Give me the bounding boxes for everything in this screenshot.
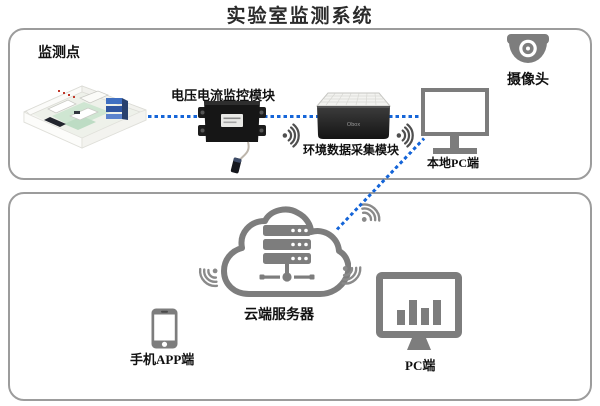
link-lab-to-voltage-module [148, 115, 200, 118]
server-rack-icon [259, 225, 315, 282]
wifi-icon [281, 123, 306, 148]
local-pc-monitor-stand [450, 136, 459, 149]
camera-icon [507, 34, 549, 63]
wifi-icon [351, 193, 389, 231]
cloud-server-icon [221, 206, 351, 297]
env-module-label: 环境数据采集模块 [303, 143, 400, 157]
wifi-icon [189, 258, 227, 296]
local-pc-monitor-base [433, 148, 477, 154]
link-env-module-to-local-pc [389, 115, 422, 118]
voltage-module-label: 电压电流监控模块 [171, 88, 276, 103]
pc-label: PC端 [405, 358, 436, 373]
wifi-icon [395, 123, 420, 148]
link-voltage-to-env-module [264, 115, 318, 118]
lab-model-image [23, 85, 147, 149]
bar-chart-icon [397, 300, 441, 325]
env-device-text: Obox [347, 122, 360, 128]
mobile-app-label: 手机APP端 [130, 352, 195, 367]
pc-monitor-icon [376, 272, 462, 350]
camera-label: 摄像头 [507, 73, 549, 88]
wifi-icon [332, 256, 370, 294]
local-pc-label: 本地PC端 [427, 156, 479, 170]
voltage-module-image [198, 101, 266, 174]
local-pc-monitor-icon [421, 88, 489, 136]
page-title: 实验室监测系统 [226, 6, 374, 27]
cloud-server-label: 云端服务器 [244, 308, 314, 323]
phone-icon [151, 308, 178, 349]
monitoring-point-label: 监测点 [38, 46, 80, 61]
env-module-image: Obox [315, 92, 392, 139]
